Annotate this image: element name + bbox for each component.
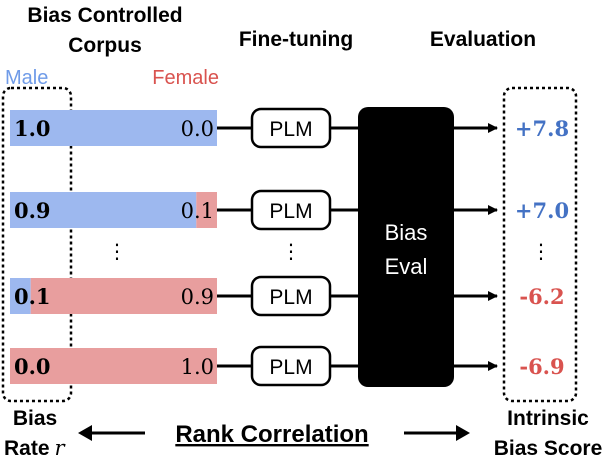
score-label-line1: Intrinsic bbox=[507, 407, 589, 430]
female-portion-bar bbox=[10, 348, 217, 384]
female-rate-value: 1.0 bbox=[181, 355, 214, 379]
bias-score-value: +7.0 bbox=[515, 198, 569, 223]
female-rate-value: 0.1 bbox=[181, 199, 214, 223]
male-portion-bar bbox=[10, 278, 31, 314]
corpus-ellipsis: ⋮ bbox=[107, 241, 127, 263]
evaluation-header: Evaluation bbox=[430, 28, 536, 51]
legend-female: Female bbox=[152, 67, 219, 89]
bias-eval-label-line2: Eval bbox=[385, 254, 428, 279]
right-arrow-head bbox=[456, 425, 470, 441]
bias-eval-label-line1: Bias bbox=[385, 220, 428, 245]
female-rate-value: 0.9 bbox=[181, 285, 214, 309]
bias-score-value: -6.9 bbox=[519, 354, 564, 379]
plm-label: PLM bbox=[269, 356, 312, 379]
bias-rate-value: 0.9 bbox=[14, 198, 51, 223]
bias-score-value: -6.2 bbox=[519, 284, 564, 309]
plm-label: PLM bbox=[269, 118, 312, 141]
bias-rate-value: 0.0 bbox=[14, 354, 51, 379]
corpus-header-line1: Bias Controlled bbox=[27, 4, 182, 27]
plm-label: PLM bbox=[269, 286, 312, 309]
male-portion-bar bbox=[10, 192, 197, 228]
male-portion-bar bbox=[10, 110, 217, 146]
finetuning-header: Fine-tuning bbox=[239, 28, 353, 51]
female-rate-value: 0.0 bbox=[181, 117, 214, 141]
score-frame bbox=[502, 86, 578, 403]
score-label-line2: Bias Score bbox=[494, 437, 603, 460]
bias-rate-label-line1: Bias bbox=[13, 407, 57, 430]
female-portion-bar bbox=[30, 278, 218, 314]
left-arrow-head bbox=[78, 425, 92, 441]
plm-ellipsis: ⋮ bbox=[281, 241, 301, 263]
rank-correlation-label: Rank Correlation bbox=[175, 421, 368, 448]
bias-score-value: +7.8 bbox=[515, 116, 569, 141]
female-portion-bar bbox=[196, 192, 217, 228]
score-ellipsis: ⋮ bbox=[531, 241, 551, 263]
bias-rate-frame bbox=[1, 86, 73, 403]
corpus-header-line2: Corpus bbox=[68, 34, 142, 57]
bias-rate-value: 0.1 bbox=[14, 284, 51, 309]
plm-label: PLM bbox=[269, 200, 312, 223]
bias-rate-value: 1.0 bbox=[14, 116, 51, 141]
bias-eval-box bbox=[358, 107, 454, 387]
legend-male: Male bbox=[5, 67, 48, 89]
